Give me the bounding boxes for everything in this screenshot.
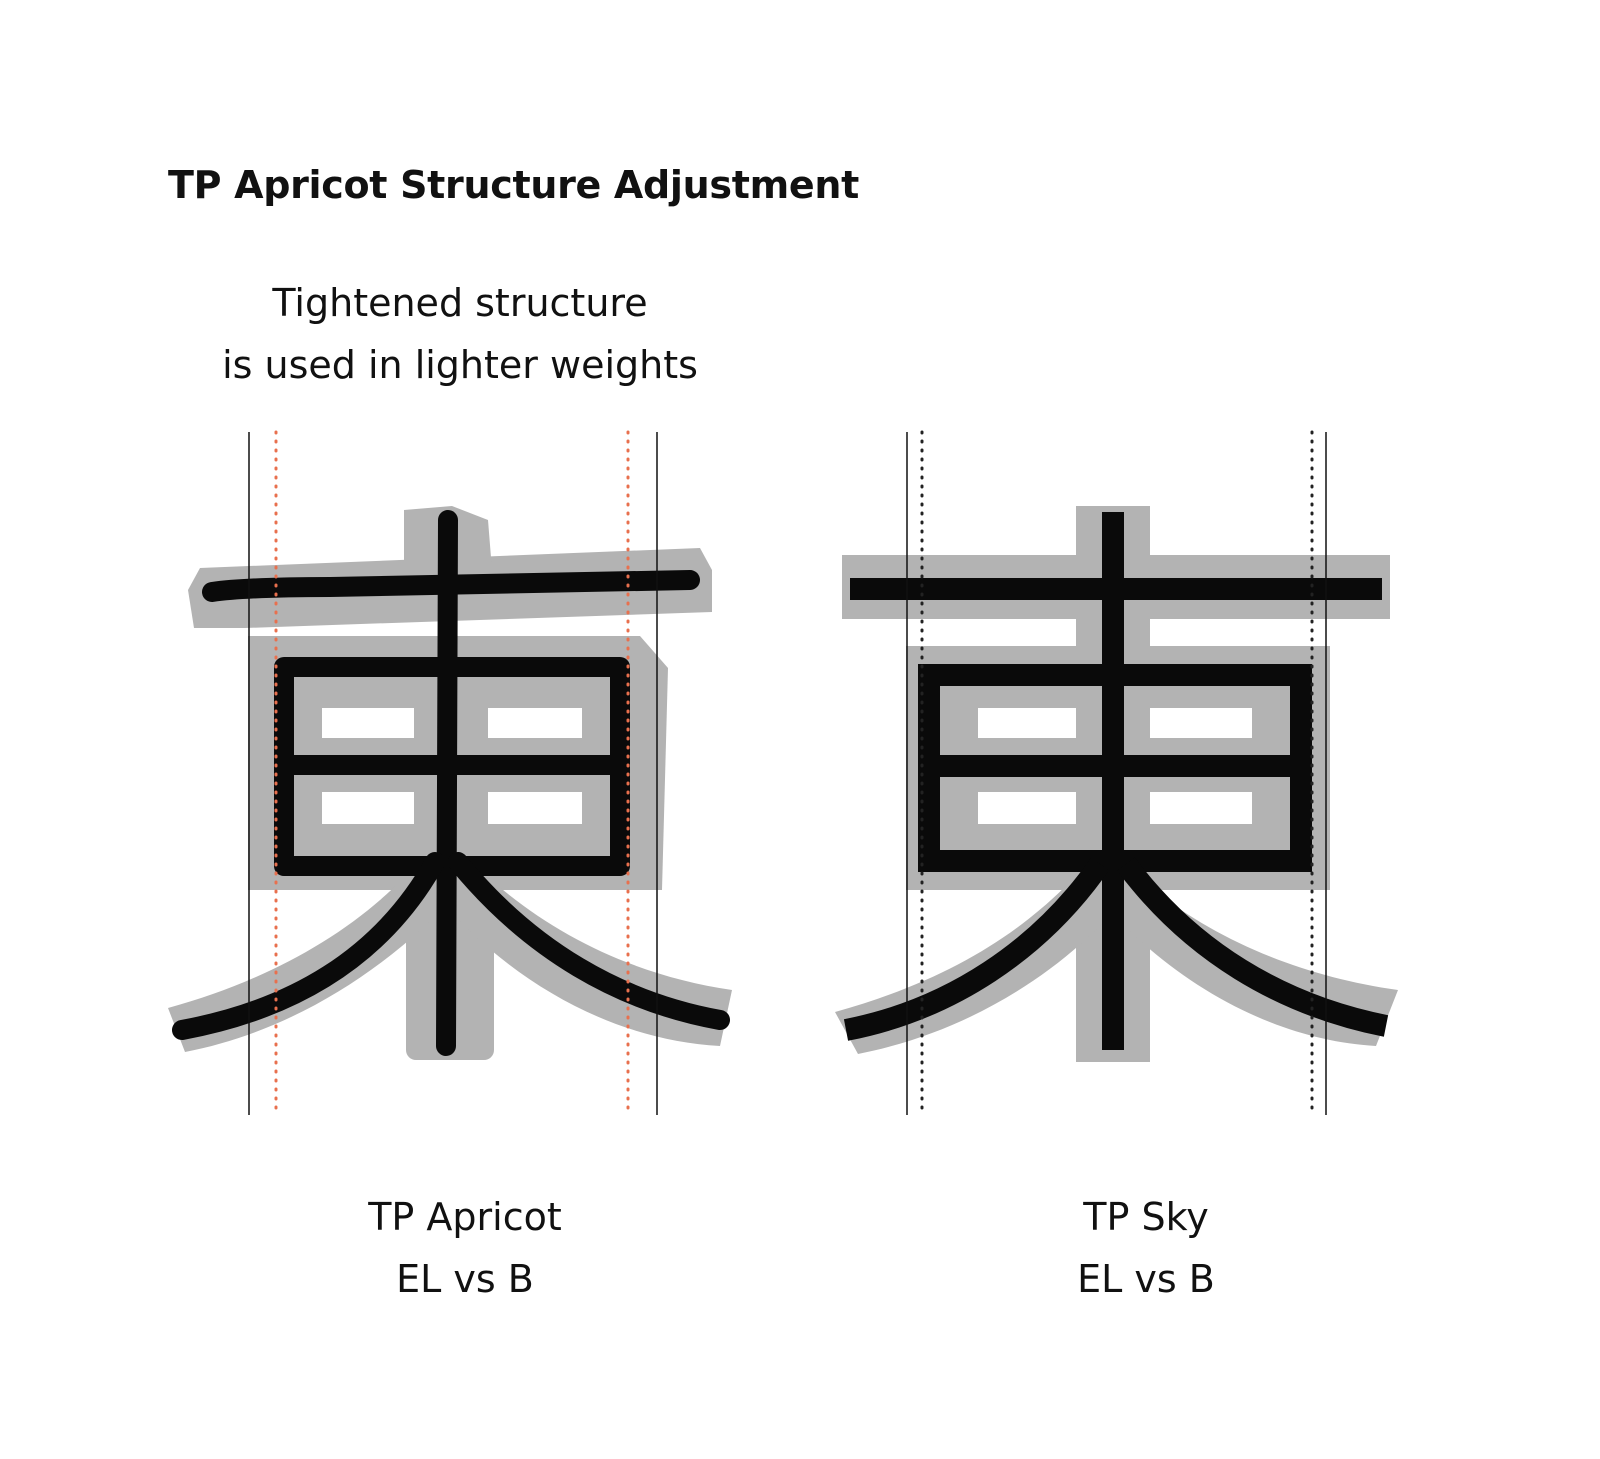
apricot-caption: TP Apricot EL vs B	[265, 1186, 665, 1310]
sky-comparison: EL vs B	[1077, 1257, 1215, 1301]
sky-name: TP Sky	[1083, 1195, 1209, 1239]
apricot-name: TP Apricot	[368, 1195, 562, 1239]
note-line-2: is used in lighter weights	[222, 343, 698, 387]
sky-glyph-group	[835, 506, 1398, 1062]
sky-counters	[978, 708, 1252, 824]
apricot-counters	[322, 708, 582, 824]
structure-note: Tightened structure is used in lighter w…	[180, 272, 740, 396]
apricot-comparison: EL vs B	[396, 1257, 534, 1301]
note-line-1: Tightened structure	[272, 281, 648, 325]
sky-guides	[906, 430, 1327, 1117]
apricot-glyph-group	[168, 506, 732, 1060]
apricot-guides	[248, 430, 658, 1117]
apricot-light-glyph	[172, 510, 730, 1056]
diagram-title: TP Apricot Structure Adjustment	[168, 163, 859, 207]
sky-light-glyph	[843, 512, 1389, 1050]
sky-caption: TP Sky EL vs B	[946, 1186, 1346, 1310]
